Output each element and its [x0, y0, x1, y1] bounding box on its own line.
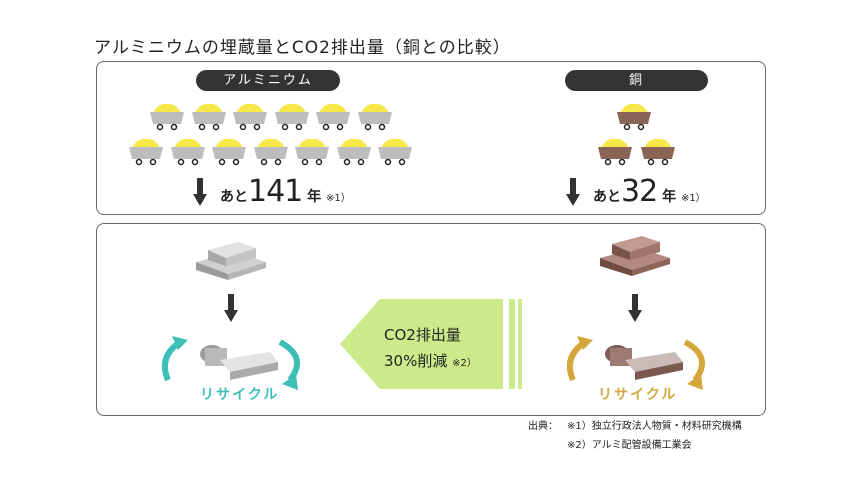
- reserves-panel: [96, 61, 766, 215]
- remain-prefix: あと: [593, 189, 621, 205]
- copper-ore-cart-icon: [598, 138, 632, 166]
- aluminum-ore-cart-icon: [316, 103, 350, 131]
- arrow-down-icon: [224, 294, 238, 322]
- page-title: アルミニウムの埋蔵量とCO2排出量（銅との比較）: [94, 38, 511, 58]
- remain-prefix: あと: [220, 189, 248, 205]
- aluminum-ingot-icon: [196, 242, 266, 280]
- aluminum-ore-cart-icon: [170, 138, 205, 166]
- aluminum-ore-cart-icon: [150, 103, 184, 131]
- aluminum-label: アルミニウム: [196, 70, 340, 91]
- remain-years: 141: [248, 174, 303, 209]
- aluminum-recycle-icon: [162, 336, 301, 390]
- co2-line1: CO2排出量: [384, 326, 461, 344]
- source-label: 出典：: [528, 421, 558, 432]
- co2-reduction-text: CO2排出量 30%削減 ※2）: [384, 322, 477, 377]
- aluminum-ore-cart-icon: [212, 138, 246, 166]
- aluminum-recycle-label: リサイクル: [200, 387, 280, 403]
- co2-note: ※2）: [452, 358, 477, 369]
- remain-note: ※1）: [326, 193, 351, 204]
- copper-recycle-label: リサイクル: [598, 387, 678, 403]
- co2-reduction-arrow: [340, 299, 522, 389]
- recycling-panel: [96, 223, 766, 416]
- copper-remaining: あと32 年 ※1）: [593, 174, 706, 209]
- aluminum-ore-cart-icon: [253, 138, 288, 166]
- aluminum-ore-cart-icon: [336, 138, 371, 166]
- aluminum-remaining: あと141 年 ※1）: [220, 174, 351, 209]
- copper-ore-cart-icon: [641, 138, 675, 166]
- copper-ore-cart-icon: [617, 103, 651, 131]
- aluminum-ore-cart-icon: [129, 138, 163, 166]
- source-note: ※2）アルミ配管設備工業会: [567, 440, 692, 451]
- source-notes: ※1）独立行政法人物質・材料研究機構 ※2）アルミ配管設備工業会: [567, 417, 742, 455]
- arrow-down-icon: [566, 178, 580, 206]
- copper-label: 銅: [565, 70, 708, 91]
- remain-unit: 年: [307, 189, 322, 205]
- aluminum-ore-cart-icon: [274, 103, 309, 131]
- remain-unit: 年: [662, 189, 677, 205]
- aluminum-ore-cart-icon: [357, 103, 392, 131]
- remain-note: ※1）: [680, 193, 706, 204]
- copper-recycle-icon: [567, 336, 706, 390]
- aluminum-ore-cart-icon: [233, 103, 267, 131]
- aluminum-ore-cart-icon: [295, 138, 329, 166]
- arrow-down-icon: [193, 178, 207, 206]
- copper-ingot-icon: [600, 236, 670, 276]
- source-note: ※1）独立行政法人物質・材料研究機構: [567, 421, 742, 432]
- co2-line2: 30%削減: [384, 352, 448, 370]
- aluminum-ore-cart-icon: [191, 103, 226, 131]
- remain-years: 32: [621, 174, 658, 209]
- aluminum-ore-cart-icon: [378, 138, 412, 166]
- arrow-down-icon: [628, 294, 642, 322]
